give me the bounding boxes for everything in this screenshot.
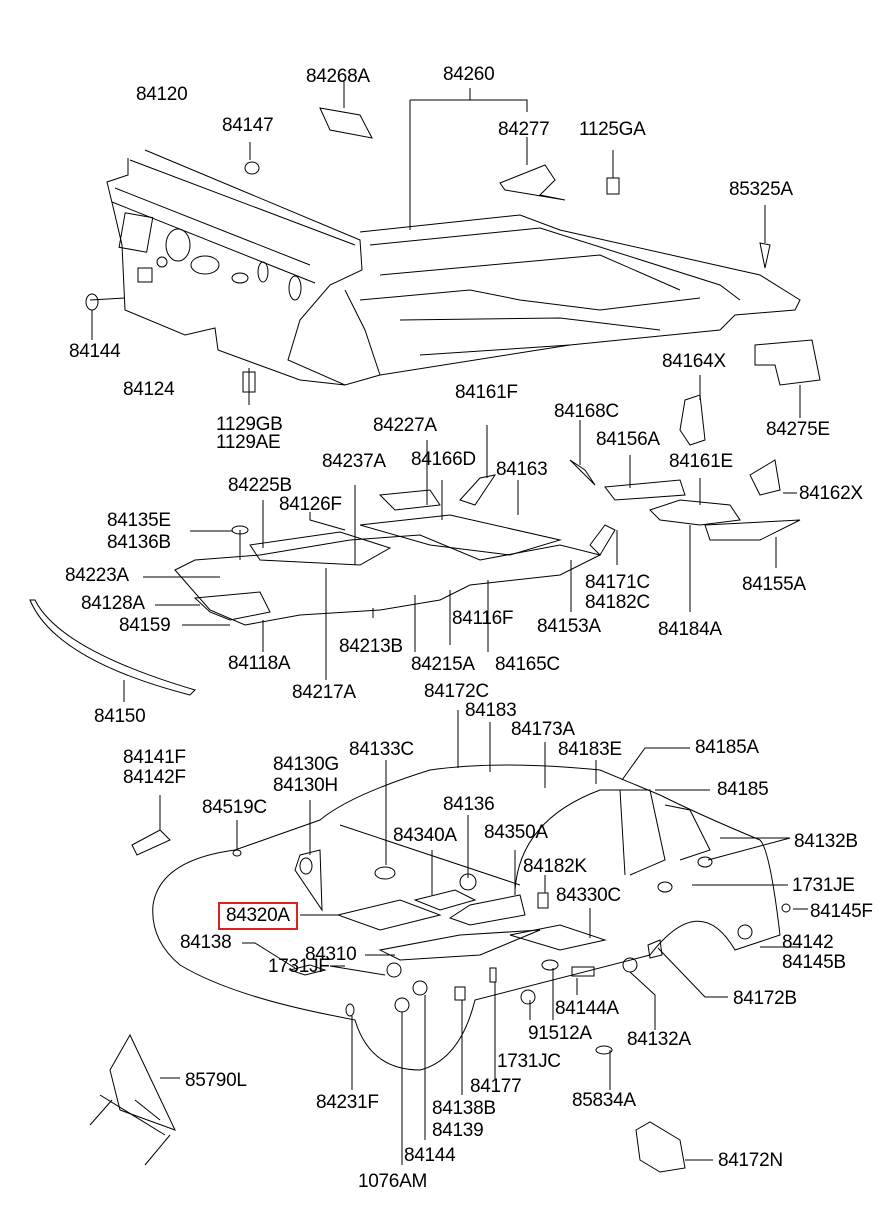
part-label-84225B[interactable]: 84225B [228, 475, 292, 496]
part-label-84171C[interactable]: 84171C [585, 572, 650, 593]
part-label-84183E[interactable]: 84183E [558, 739, 622, 760]
part-label-1731JF[interactable]: 1731JF [268, 956, 330, 977]
part-label-84275E[interactable]: 84275E [766, 419, 830, 440]
part-label-84237A[interactable]: 84237A [322, 451, 386, 472]
part-label-84277[interactable]: 84277 [498, 119, 550, 140]
part-label-1129AE[interactable]: 1129AE [216, 432, 281, 453]
part-label-84141F[interactable]: 84141F [123, 747, 186, 768]
part-label-84144A[interactable]: 84144A [555, 998, 619, 1019]
part-label-84184A[interactable]: 84184A [658, 619, 722, 640]
part-label-84166D[interactable]: 84166D [411, 449, 476, 470]
part-label-84133C[interactable]: 84133C [349, 739, 414, 760]
part-label-84144-top[interactable]: 84144 [69, 341, 121, 362]
part-label-84144-bottom[interactable]: 84144 [404, 1145, 456, 1166]
part-label-84215A[interactable]: 84215A [411, 654, 475, 675]
part-label-84183[interactable]: 84183 [465, 700, 517, 721]
part-label-84159[interactable]: 84159 [119, 615, 171, 636]
part-label-85834A[interactable]: 85834A [572, 1090, 636, 1111]
part-label-84145B[interactable]: 84145B [782, 952, 846, 973]
part-label-84120[interactable]: 84120 [136, 84, 188, 105]
part-label-84126F[interactable]: 84126F [279, 494, 342, 515]
part-label-1731JC[interactable]: 1731JC [497, 1051, 561, 1072]
part-label-84161E[interactable]: 84161E [669, 451, 733, 472]
part-label-84231F[interactable]: 84231F [316, 1092, 379, 1113]
part-label-84142[interactable]: 84142 [782, 932, 834, 953]
part-label-84182K[interactable]: 84182K [523, 856, 587, 877]
part-label-84139[interactable]: 84139 [432, 1120, 484, 1141]
part-label-84164X[interactable]: 84164X [662, 351, 726, 372]
part-label-84150[interactable]: 84150 [94, 706, 146, 727]
leader-lines-mid [123, 420, 797, 702]
part-label-85790L[interactable]: 85790L [185, 1070, 247, 1091]
floor-pads-drawing [29, 459, 801, 696]
part-label-84172C[interactable]: 84172C [424, 681, 489, 702]
part-label-1076AM[interactable]: 1076AM [358, 1171, 427, 1192]
part-label-84168C[interactable]: 84168C [554, 401, 619, 422]
part-label-84165C[interactable]: 84165C [495, 654, 560, 675]
part-label-84173A[interactable]: 84173A [511, 719, 575, 740]
part-label-84135E[interactable]: 84135E [107, 510, 171, 531]
part-label-84124[interactable]: 84124 [123, 379, 175, 400]
car-body-drawing [89, 764, 791, 1173]
part-label-91512A[interactable]: 91512A [528, 1023, 592, 1044]
part-label-84156A[interactable]: 84156A [596, 429, 660, 450]
part-label-84223A[interactable]: 84223A [65, 565, 129, 586]
part-label-84153A[interactable]: 84153A [537, 616, 601, 637]
part-label-84161F[interactable]: 84161F [455, 382, 518, 403]
part-label-84163[interactable]: 84163 [496, 459, 548, 480]
part-label-84310[interactable]: 84310 [305, 944, 357, 965]
part-label-84136[interactable]: 84136 [443, 794, 495, 815]
part-label-1731JE[interactable]: 1731JE [792, 875, 855, 896]
part-label-1129GB[interactable]: 1129GB [216, 414, 283, 435]
part-label-84268A[interactable]: 84268A [306, 66, 370, 87]
small-parts-top [85, 80, 821, 446]
leader-lines-bottom [159, 710, 808, 1165]
part-label-84138[interactable]: 84138 [180, 932, 232, 953]
part-label-84138B[interactable]: 84138B [432, 1098, 496, 1119]
part-label-84142F[interactable]: 84142F [123, 767, 186, 788]
part-label-84132A[interactable]: 84132A [627, 1029, 691, 1050]
part-label-85325A[interactable]: 85325A [729, 179, 793, 200]
part-label-84130G[interactable]: 84130G [273, 754, 339, 775]
part-label-84155A[interactable]: 84155A [742, 574, 806, 595]
part-label-1125GA[interactable]: 1125GA [579, 119, 646, 140]
part-label-84213B[interactable]: 84213B [339, 636, 403, 657]
part-label-84340A[interactable]: 84340A [393, 825, 457, 846]
part-label-84116F[interactable]: 84116F [452, 608, 514, 629]
part-label-84172N[interactable]: 84172N [718, 1150, 783, 1171]
part-label-84136B[interactable]: 84136B [107, 532, 171, 553]
part-label-84147[interactable]: 84147 [222, 115, 274, 136]
part-label-84519C[interactable]: 84519C [202, 797, 267, 818]
part-label-84182C[interactable]: 84182C [585, 592, 650, 613]
part-label-84320A-highlighted[interactable]: 84320A [218, 902, 298, 930]
part-label-84177[interactable]: 84177 [470, 1076, 522, 1097]
part-label-84185A[interactable]: 84185A [695, 737, 759, 758]
part-label-84217A[interactable]: 84217A [292, 682, 356, 703]
part-label-84132B[interactable]: 84132B [794, 831, 858, 852]
floor-pan-drawing [359, 88, 801, 376]
dash-panel-drawing [89, 149, 381, 386]
part-label-84118A[interactable]: 84118A [228, 653, 291, 674]
part-label-84130H[interactable]: 84130H [273, 775, 338, 796]
part-label-84172B[interactable]: 84172B [733, 988, 797, 1009]
part-label-84227A[interactable]: 84227A [373, 415, 437, 436]
part-label-84185[interactable]: 84185 [717, 779, 769, 800]
part-label-84330C[interactable]: 84330C [556, 885, 621, 906]
part-label-84145F[interactable]: 84145F [810, 901, 873, 922]
part-label-84260[interactable]: 84260 [443, 64, 495, 85]
part-label-84162X[interactable]: 84162X [799, 483, 863, 504]
part-label-84128A[interactable]: 84128A [81, 593, 145, 614]
part-label-84350A[interactable]: 84350A [484, 822, 548, 843]
